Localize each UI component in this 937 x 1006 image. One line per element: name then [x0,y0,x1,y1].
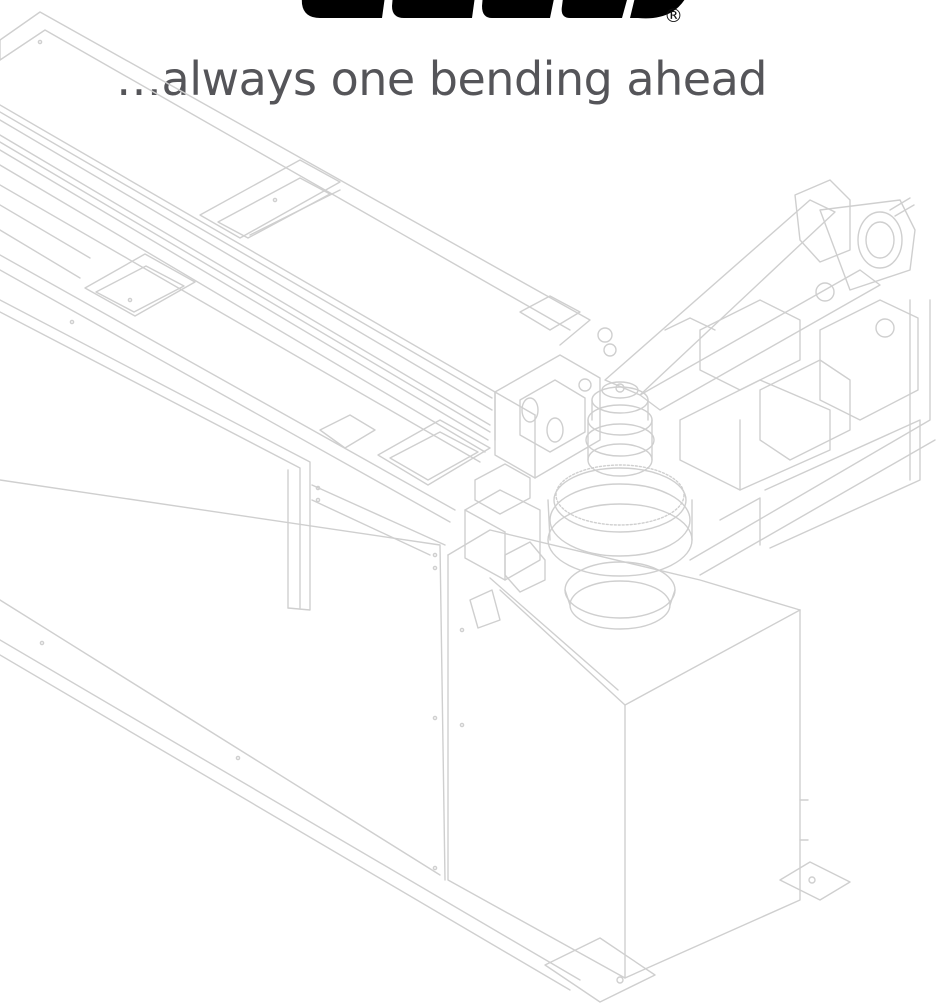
base-side-panel [0,300,580,990]
carriage [465,344,616,628]
head-base-cabinet [448,530,850,1002]
bed-plates [38,40,580,485]
bending-arm [598,180,935,575]
logo-wordmark-shape [301,0,685,19]
tagline: …always one bending ahead [116,52,767,106]
machine-bed [0,12,590,522]
bend-die-assembly [548,382,692,629]
registered-trademark-symbol: ® [664,5,683,27]
brand-logo [300,0,720,20]
